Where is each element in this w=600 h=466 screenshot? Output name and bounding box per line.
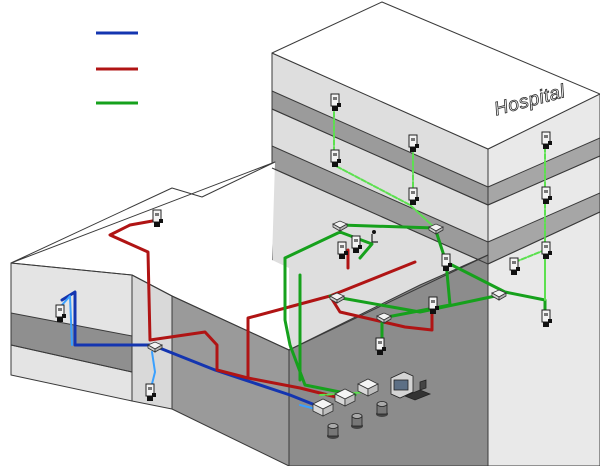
stations <box>55 93 553 402</box>
central-equipment <box>312 371 432 440</box>
blower-motor-icon <box>375 401 389 418</box>
control-computer-icon <box>390 371 432 401</box>
small-tube-fitting-icon <box>371 230 378 243</box>
red-tube-line <box>108 218 434 400</box>
lower-outline <box>10 161 276 264</box>
blower-motor-icon <box>326 423 340 440</box>
light-green-tube-line <box>319 104 546 396</box>
legend <box>96 31 138 105</box>
tower-roof <box>271 1 600 150</box>
blower-motor-icon <box>350 413 364 430</box>
